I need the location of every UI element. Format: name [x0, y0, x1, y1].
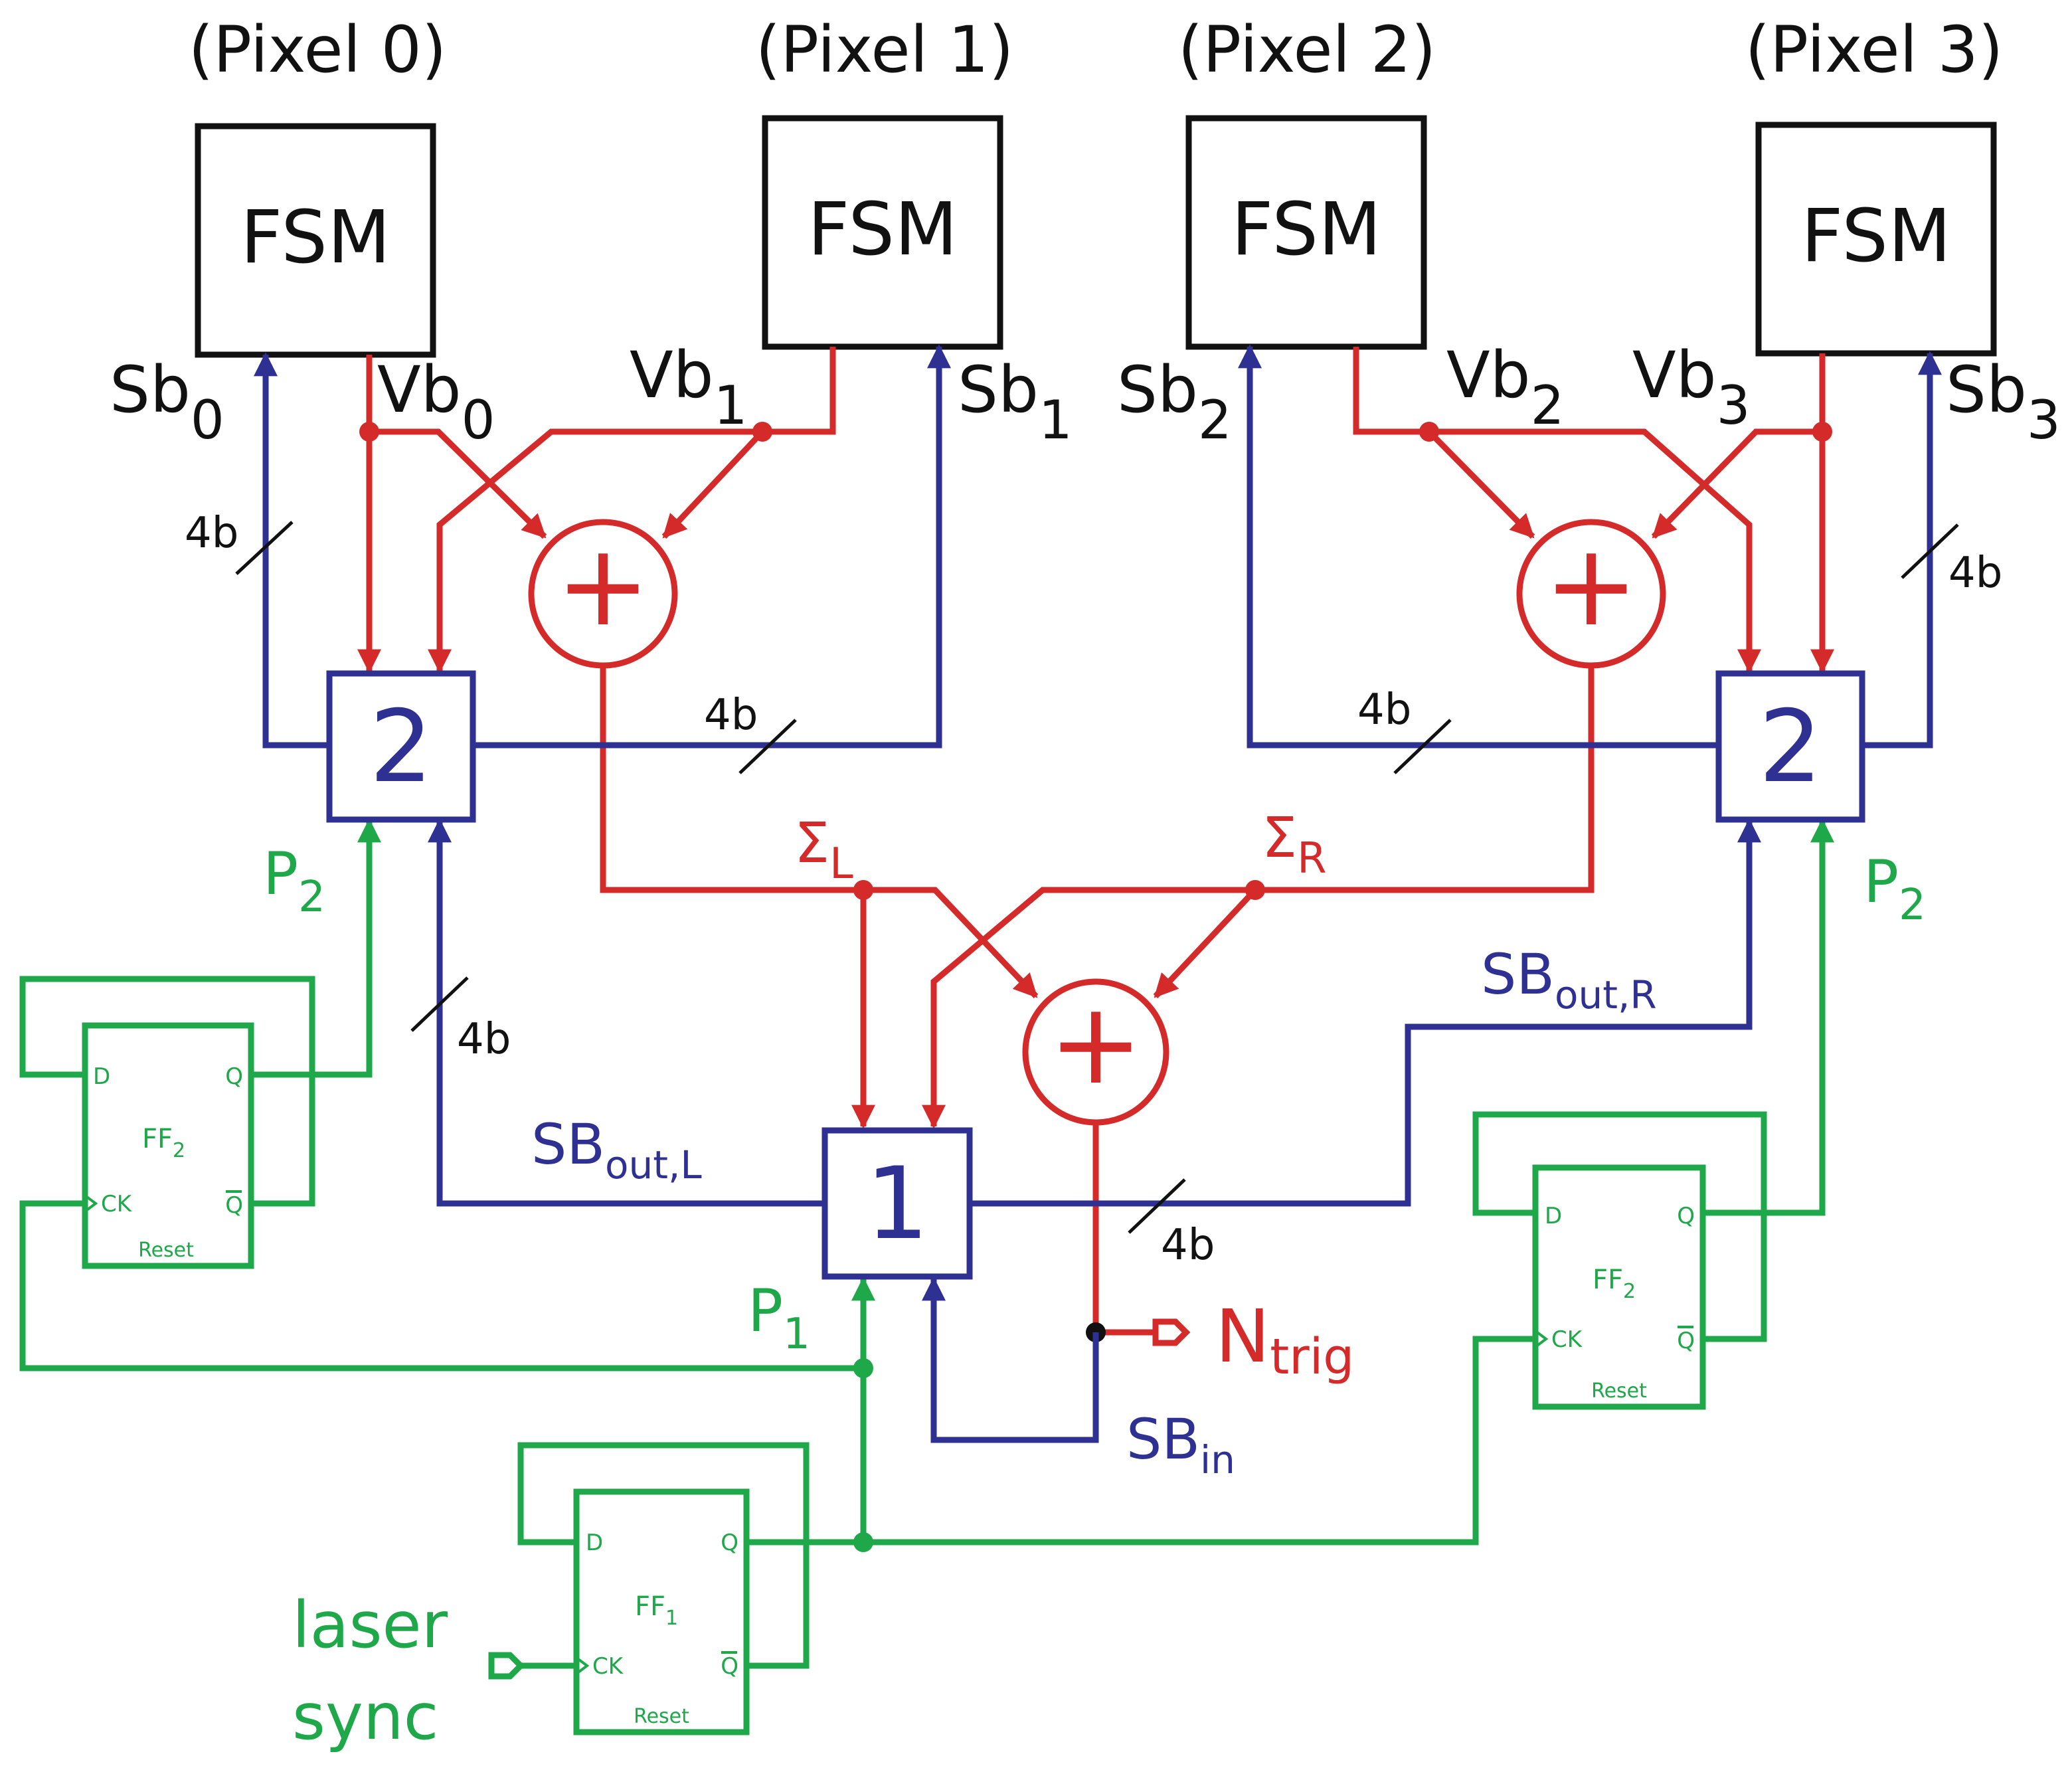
fsm-block-0: FSM	[195, 123, 436, 358]
vb0-label: Vb0	[377, 353, 495, 451]
ff1-reset: Reset	[634, 1705, 689, 1728]
p2-left-label: P2	[263, 840, 325, 922]
comparator-right: 2	[1715, 670, 1865, 823]
flip-flop-ff2-right: D Q Q CK FF2 Reset	[1532, 1164, 1706, 1410]
vb2-label: Vb2	[1446, 338, 1565, 436]
ff2-left-d: D	[93, 1063, 110, 1090]
sb3-label: Sb3	[1946, 353, 2061, 451]
adder-right: +	[1516, 519, 1666, 669]
vb1-label: Vb1	[630, 338, 748, 436]
sb0-label: Sb0	[110, 353, 224, 451]
sbin-label: SBin	[1126, 1407, 1235, 1482]
p2-right-label: P2	[1863, 847, 1926, 930]
ff2-left-qbar: Q	[225, 1192, 243, 1219]
fsm-block-1: FSM	[762, 115, 1003, 350]
ff1-ck: CK	[592, 1653, 624, 1680]
sbout-l-label: SBout,L	[531, 1112, 702, 1188]
fsm-0-label: FSM	[240, 195, 390, 280]
fsm-3-label: FSM	[1801, 193, 1951, 278]
ff2-right-qbar: Q	[1677, 1328, 1695, 1354]
ff2-right-name: FF2	[1593, 1265, 1636, 1303]
bus-width-markers	[235, 521, 1959, 1234]
adder-center-symbol: +	[1049, 978, 1143, 1110]
ff2-left-reset: Reset	[138, 1239, 194, 1262]
ff2-right-q: Q	[1677, 1203, 1695, 1229]
ntrig-output-port	[1152, 1318, 1191, 1346]
adder-left-symbol: +	[556, 520, 650, 652]
fsm-1-label: FSM	[808, 187, 958, 272]
comparator-left: 2	[326, 670, 476, 823]
adder-right-symbol: +	[1544, 520, 1638, 652]
adder-left: +	[528, 519, 678, 669]
laser-sync-input-port	[488, 1652, 525, 1680]
ff1-d: D	[586, 1530, 603, 1556]
laser-sync-label-line2: sync	[292, 1680, 438, 1754]
bus-width-sb1: 4b	[704, 691, 758, 740]
bus-width-sbout-r: 4b	[1161, 1221, 1215, 1270]
ff2-right-ck: CK	[1551, 1326, 1583, 1353]
comparator-left-label: 2	[369, 689, 432, 805]
sigma-r-label: ΣR	[1262, 805, 1327, 883]
fsm-block-2: FSM	[1185, 115, 1427, 350]
pixel-1-title: (Pixel 1)	[756, 13, 1014, 87]
pixel-3-title: (Pixel 3)	[1745, 13, 2004, 87]
comparator-center: 1	[821, 1127, 973, 1280]
sb2-label: Sb2	[1117, 353, 1232, 451]
fsm-2-label: FSM	[1231, 187, 1381, 272]
vb3-label: Vb3	[1632, 338, 1751, 436]
ff2-left-ck: CK	[101, 1191, 133, 1217]
laser-sync-label-line1: laser	[292, 1588, 448, 1662]
comparator-center-label: 1	[865, 1146, 928, 1262]
ff2-right-d: D	[1545, 1203, 1562, 1229]
ff2-left-q: Q	[225, 1063, 243, 1090]
ff1-q: Q	[721, 1530, 738, 1556]
junction-dots	[359, 422, 1832, 1342]
sb1-label: Sb1	[958, 353, 1073, 451]
vote-wires	[357, 347, 1834, 1336]
ff1-name: FF1	[635, 1591, 678, 1630]
flip-flop-ff1: D Q Q CK FF1 Reset	[573, 1488, 750, 1735]
fsm-block-3: FSM	[1755, 122, 1997, 357]
bus-width-sbout-l: 4b	[457, 1015, 511, 1064]
adder-center: +	[1022, 978, 1169, 1126]
pixel-2-title: (Pixel 2)	[1178, 13, 1436, 87]
bus-width-sb2: 4b	[1357, 685, 1411, 735]
sbout-r-label: SBout,R	[1481, 942, 1657, 1017]
ntrig-label: Ntrig	[1215, 1294, 1354, 1385]
pulse-junctions	[853, 1358, 873, 1552]
bus-width-sb3: 4b	[1948, 549, 2002, 598]
state-bus-wires	[254, 344, 1942, 1443]
pixel-0-title: (Pixel 0)	[189, 13, 447, 87]
bus-width-sb0: 4b	[185, 509, 238, 558]
pulse-wires	[19, 818, 1834, 1669]
sigma-l-label: ΣL	[794, 810, 853, 889]
comparator-right-label: 2	[1759, 689, 1822, 805]
flip-flop-ff2-left: D Q Q CK FF2 Reset	[82, 1022, 254, 1269]
ff1-qbar: Q	[721, 1653, 738, 1680]
ff2-left-name: FF2	[142, 1124, 185, 1162]
p1-label: P1	[748, 1277, 810, 1359]
ff2-right-reset: Reset	[1591, 1379, 1647, 1403]
